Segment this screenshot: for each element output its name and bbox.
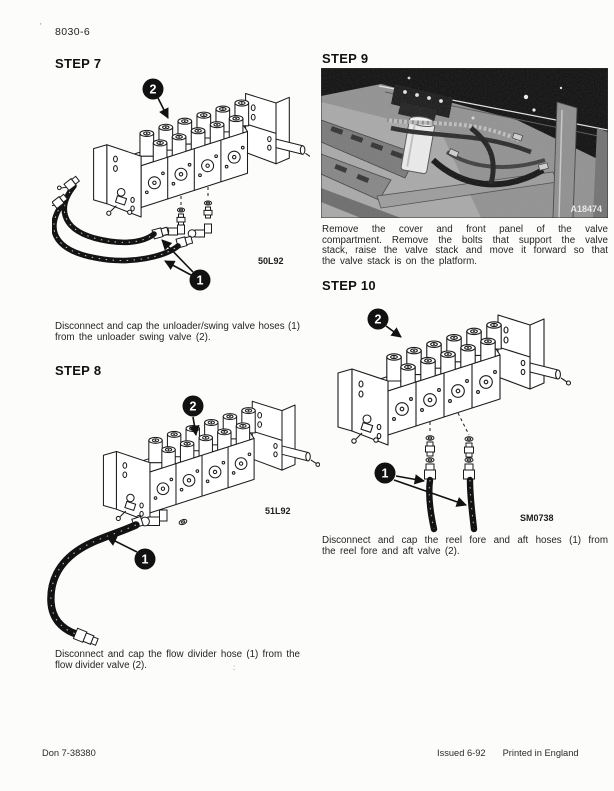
step8-caption: Disconnect and cap the flow divider hose… (55, 649, 300, 671)
valve-stack (102, 400, 320, 523)
svg-text:2: 2 (375, 313, 382, 327)
doc-code: 8030-6 (55, 26, 91, 38)
stray-mark: ' (40, 22, 42, 31)
step7-caption: Disconnect and cap the unloader/swing va… (55, 321, 300, 343)
callout-valve: 2 (367, 308, 402, 338)
callout-valve: 2 (182, 395, 204, 437)
callout-valve: 2 (142, 78, 169, 119)
step9-photo: A18474 (321, 68, 608, 218)
step9-caption: Remove the cover and front panel of the … (322, 224, 608, 268)
callout-hoses: 1 (161, 239, 211, 291)
fitting-group (424, 412, 475, 480)
step10-caption: Disconnect and cap the reel fore and aft… (322, 535, 608, 557)
figure-label: 50L92 (258, 256, 284, 266)
svg-text:1: 1 (197, 274, 204, 288)
footer-issued: Issued 6-92 (437, 748, 486, 758)
figure-label: SM0738 (520, 513, 554, 523)
svg-text:2: 2 (150, 83, 157, 97)
figure-label: 51L92 (265, 506, 291, 516)
figure-label: A18474 (570, 204, 602, 214)
step10-heading: STEP 10 (322, 278, 376, 293)
step7-heading: STEP 7 (55, 56, 102, 71)
valve-stack (337, 314, 572, 446)
step9-heading: STEP 9 (322, 51, 369, 66)
callout-hoses: 1 (374, 462, 467, 507)
footer-left: Don 7-38380 (42, 748, 96, 758)
step8-heading: STEP 8 (55, 363, 102, 378)
unloader-swing-hoses (52, 175, 181, 264)
step10-figure: 2 1 SM0738 (337, 308, 572, 533)
stray-mark-2: : (233, 663, 236, 672)
callout-hose: 1 (106, 536, 156, 570)
step7-figure: 2 1 50L92 (52, 78, 310, 291)
step8-figure: 2 1 51L92 (47, 395, 320, 646)
svg-text:2: 2 (190, 400, 197, 414)
svg-text:1: 1 (382, 467, 389, 481)
footer-right: Issued 6-92 Printed in England (437, 748, 579, 758)
footer-printed: Printed in England (502, 748, 579, 758)
reel-fore-aft-hoses (426, 476, 478, 533)
svg-text:1: 1 (142, 553, 149, 567)
flow-divider-hose (47, 521, 140, 646)
valve-stack (93, 92, 310, 218)
